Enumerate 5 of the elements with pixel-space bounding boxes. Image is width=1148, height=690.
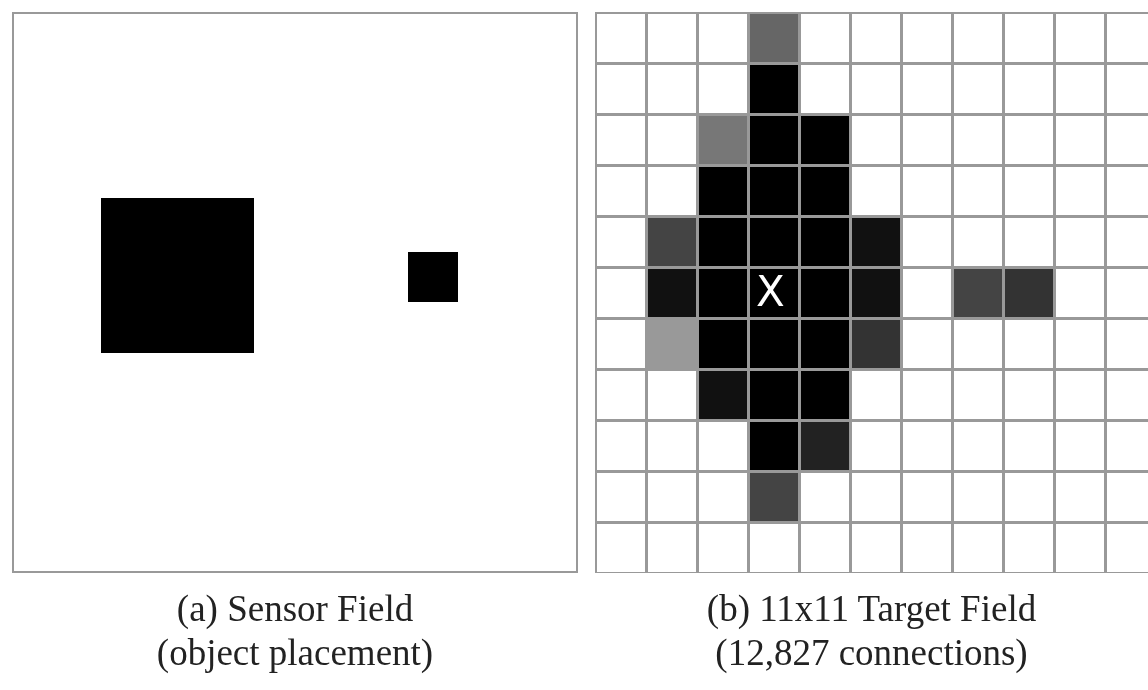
caption-text: (b) 11x11 Target Field [706,587,1037,631]
caption-text: (12,827 connections) [715,631,1028,675]
cross-mark: X [756,269,785,315]
caption-text: (object placement) [156,631,434,675]
caption-text: (a) Sensor Field [176,587,414,631]
